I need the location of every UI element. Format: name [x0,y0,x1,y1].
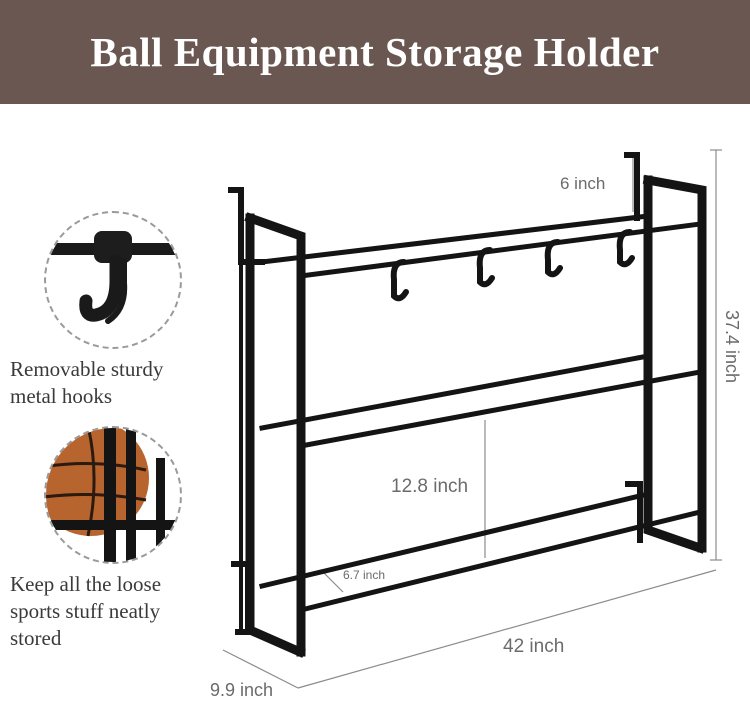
depth-label: 9.9 inch [210,680,274,700]
hook-closeup-illustration [46,231,180,324]
height-label: 37.4 inch [722,310,742,384]
rack-frame [228,152,707,658]
hooks-caption: Removable sturdy metal hooks [10,357,164,408]
bar-gap-label: 6.7 inch [343,568,386,582]
rack-hooks [390,229,635,302]
page-title: Ball Equipment Storage Holder [90,29,660,75]
basketball-detail-image [44,426,182,564]
width-label: 42 inch [503,636,565,657]
storage-caption: Keep all the loose sports stuff neatly s… [10,572,162,650]
title-banner: Ball Equipment Storage Holder [0,0,750,104]
basketball-closeup-illustration [46,428,180,562]
hook-drop-label: 6 inch [560,174,606,193]
hook-detail-image [44,211,182,349]
shelf-spacing-label: 12.8 inch [391,476,469,497]
